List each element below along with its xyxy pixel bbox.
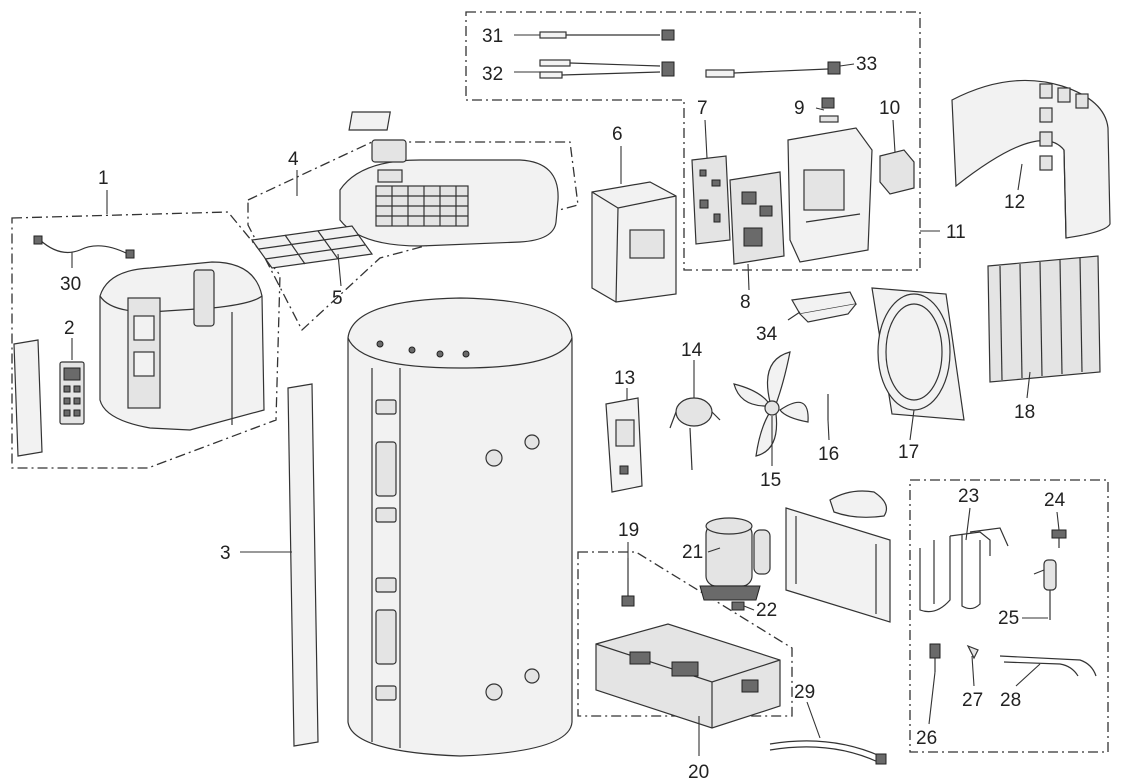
fan-shroud-17: [871, 287, 965, 421]
control-panel-display: [59, 361, 85, 425]
group-outline-23-28: [909, 479, 1109, 753]
motor-bracket-13: [605, 397, 643, 493]
sensor-cable-31: [539, 29, 675, 41]
callout-27: 27: [962, 690, 983, 711]
callout-21: 21: [682, 542, 703, 563]
expansion-valve-25: [1033, 559, 1057, 620]
callout-labels: 1 2 3 4 5 6 7 8 9 10 11 12 13 14 15 16 1…: [60, 26, 1066, 783]
side-strip-label: [13, 339, 43, 457]
callout-2: 2: [64, 318, 75, 339]
front-cover-panel: [99, 261, 265, 431]
callout-14: 14: [681, 340, 703, 361]
callout-28: 28: [1000, 690, 1021, 711]
wire-harness-30: [33, 235, 135, 259]
callout-5: 5: [332, 288, 343, 309]
evaporator-coil-18: [987, 255, 1101, 383]
air-filter-grid: [250, 225, 374, 269]
group-outline-1: [11, 211, 281, 469]
leader-lines: [71, 34, 1060, 756]
base-tray-20: [595, 623, 781, 729]
electrical-box-6: [591, 181, 677, 303]
fan-motor-14: [669, 397, 721, 471]
callout-7: 7: [697, 98, 708, 119]
callout-8: 8: [740, 292, 751, 313]
callout-24: 24: [1044, 490, 1066, 511]
callout-16: 16: [818, 444, 839, 465]
group-outline-11: [465, 11, 921, 271]
compressor-21: [705, 517, 771, 587]
callout-30: 30: [60, 274, 81, 295]
tank-side-strip: [287, 383, 319, 747]
callout-20: 20: [688, 762, 709, 783]
callout-29: 29: [794, 682, 815, 703]
callout-26: 26: [916, 728, 937, 749]
drain-hose-29: [769, 740, 887, 765]
refrigerant-piping-23: [919, 527, 1009, 613]
pressure-switch-26: [929, 643, 941, 672]
drain-valve-19: [621, 558, 635, 607]
callout-17: 17: [898, 442, 919, 463]
callout-3: 3: [220, 543, 231, 564]
callout-23: 23: [958, 486, 979, 507]
relay-clip-9: [819, 97, 839, 123]
mounting-bracket-34: [791, 291, 857, 323]
fan-blade-15: [733, 351, 809, 457]
callout-15: 15: [760, 470, 781, 491]
callout-34: 34: [756, 324, 778, 345]
callout-6: 6: [612, 124, 623, 145]
board-bracket: [787, 127, 873, 263]
temperature-probe-27: [966, 644, 979, 660]
top-cover: [339, 159, 559, 247]
back-cover-12: [951, 79, 1111, 239]
valve-cap-24: [1051, 529, 1067, 548]
sensor-cable-32: [539, 59, 675, 79]
capillary-tube-28: [999, 655, 1097, 677]
callout-19: 19: [618, 520, 639, 541]
main-control-board-8: [729, 171, 785, 265]
callout-18: 18: [1014, 402, 1035, 423]
side-panel: [785, 507, 891, 623]
water-tank-body: [347, 297, 573, 757]
callout-12: 12: [1004, 192, 1025, 213]
display-board-7: [691, 155, 731, 245]
top-gasket: [348, 111, 407, 163]
callout-33: 33: [856, 54, 877, 75]
callout-25: 25: [998, 608, 1019, 629]
callout-31: 31: [482, 26, 503, 47]
group-outline-20: [577, 551, 793, 717]
callout-22: 22: [756, 600, 777, 621]
callout-10: 10: [879, 98, 900, 119]
rubber-gasket: [829, 490, 887, 518]
capacitor-10: [879, 149, 915, 195]
sensor-cable-33: [705, 61, 841, 78]
callout-13: 13: [614, 368, 635, 389]
callout-11: 11: [946, 222, 966, 243]
callout-32: 32: [482, 64, 503, 85]
callout-1: 1: [98, 168, 109, 189]
compressor-feet-22: [699, 585, 761, 611]
callout-4: 4: [288, 149, 299, 170]
callout-9: 9: [794, 98, 805, 119]
